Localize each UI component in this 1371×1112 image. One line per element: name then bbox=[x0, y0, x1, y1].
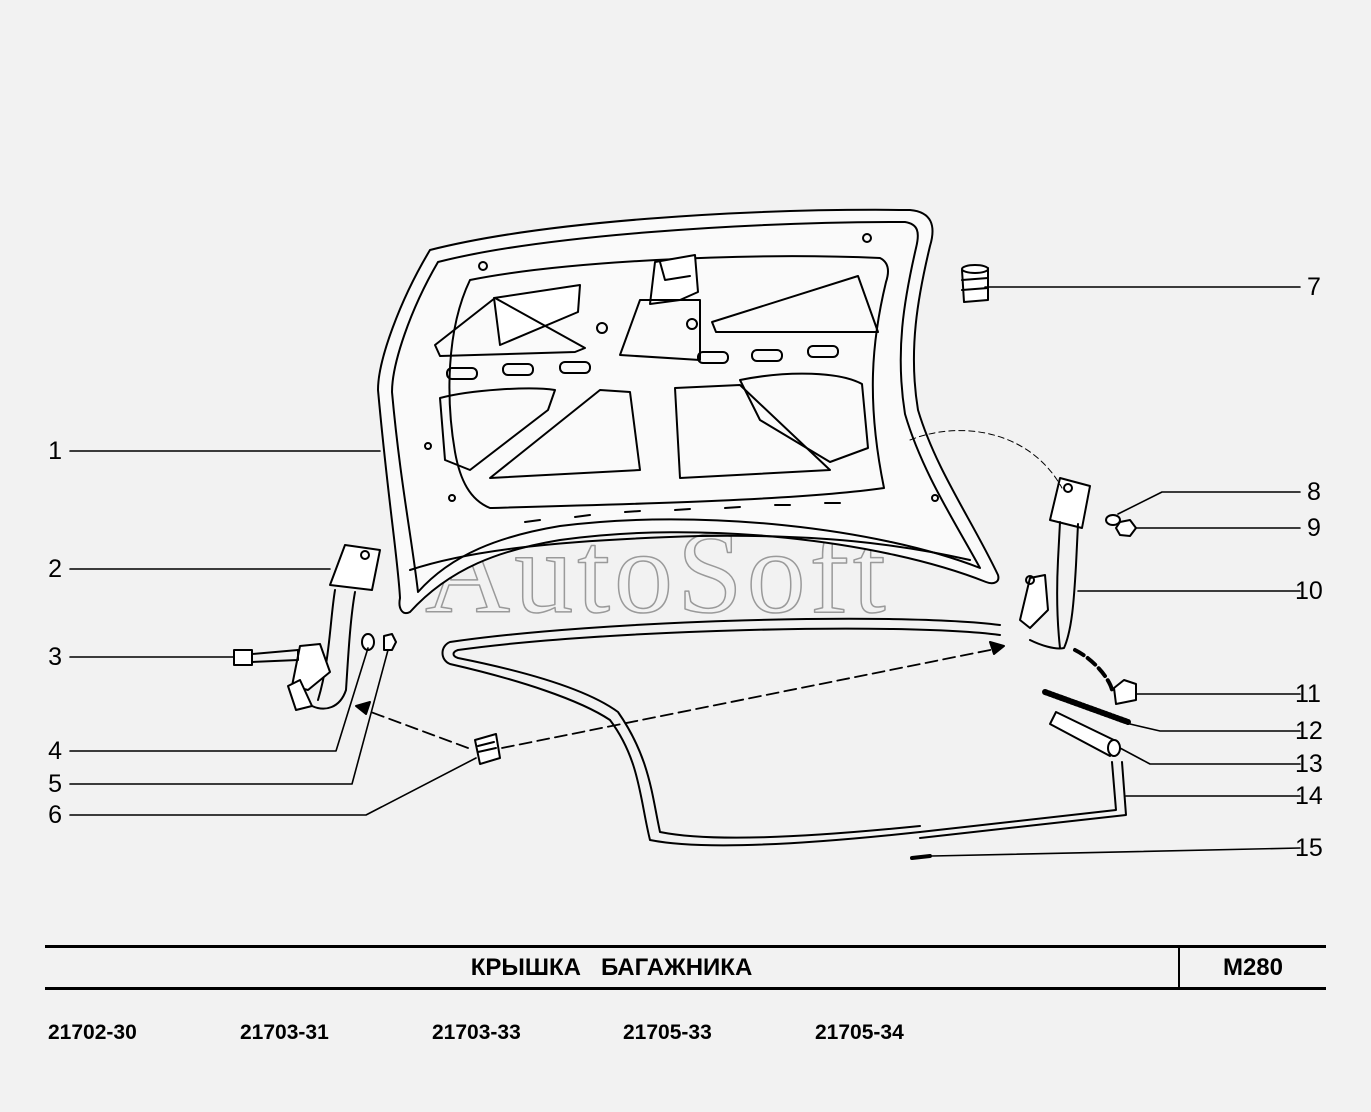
callout-7: 7 bbox=[1307, 273, 1321, 301]
callout-2: 2 bbox=[48, 555, 62, 583]
dash-arc-11 bbox=[1073, 648, 1114, 692]
model-item: 21705-34 bbox=[815, 1021, 904, 1044]
callout-10: 10 bbox=[1295, 577, 1323, 605]
model-list: 21702-30 21703-31 21703-33 21705-33 2170… bbox=[0, 1021, 1371, 1047]
callout-9: 9 bbox=[1307, 514, 1321, 542]
trunk-lid-panel bbox=[377, 208, 1000, 614]
title-bar: КРЫШКА БАГАЖНИКА M280 bbox=[45, 945, 1326, 990]
dash-arrow-left bbox=[359, 707, 469, 749]
stop-part-11 bbox=[1113, 679, 1137, 705]
model-item: 21705-33 bbox=[623, 1021, 712, 1044]
callout-13: 13 bbox=[1295, 750, 1323, 778]
model-item: 21703-31 bbox=[240, 1021, 329, 1044]
callout-11: 11 bbox=[1295, 680, 1321, 708]
page-title: КРЫШКА БАГАЖНИКА bbox=[470, 953, 753, 981]
diagram-code: M280 bbox=[1222, 953, 1284, 981]
nut-part-9 bbox=[1115, 519, 1137, 537]
callout-5: 5 bbox=[48, 770, 62, 798]
tube-part-13 bbox=[1049, 711, 1121, 757]
nut-part-5 bbox=[383, 633, 397, 651]
weatherstrip-seal bbox=[441, 617, 1001, 847]
right-hinge-part-10 bbox=[1019, 477, 1091, 650]
callout-3: 3 bbox=[48, 643, 62, 671]
callout-1: 1 bbox=[48, 437, 62, 465]
callout-4: 4 bbox=[48, 737, 62, 765]
bolt-part-3 bbox=[233, 649, 299, 666]
callout-12: 12 bbox=[1295, 717, 1323, 745]
callout-8: 8 bbox=[1307, 478, 1321, 506]
title-separator bbox=[1178, 948, 1180, 987]
spring-part-12 bbox=[1042, 689, 1131, 725]
callout-15: 15 bbox=[1295, 834, 1323, 862]
washer-part-8 bbox=[1105, 514, 1121, 526]
leader-lines bbox=[69, 286, 1301, 857]
model-item: 21703-33 bbox=[432, 1021, 521, 1044]
bumper-part-6 bbox=[474, 733, 501, 765]
rod-part-14 bbox=[919, 761, 1127, 839]
buffer-part-7 bbox=[961, 264, 989, 303]
dash-arrow-right bbox=[501, 647, 1001, 749]
dash-curve-right bbox=[909, 430, 1063, 489]
callout-14: 14 bbox=[1295, 782, 1323, 810]
left-hinge-part-2 bbox=[287, 544, 381, 711]
callout-6: 6 bbox=[48, 801, 62, 829]
lid-slots bbox=[446, 345, 839, 380]
pin-part-15 bbox=[910, 854, 932, 860]
model-item: 21702-30 bbox=[48, 1021, 137, 1044]
